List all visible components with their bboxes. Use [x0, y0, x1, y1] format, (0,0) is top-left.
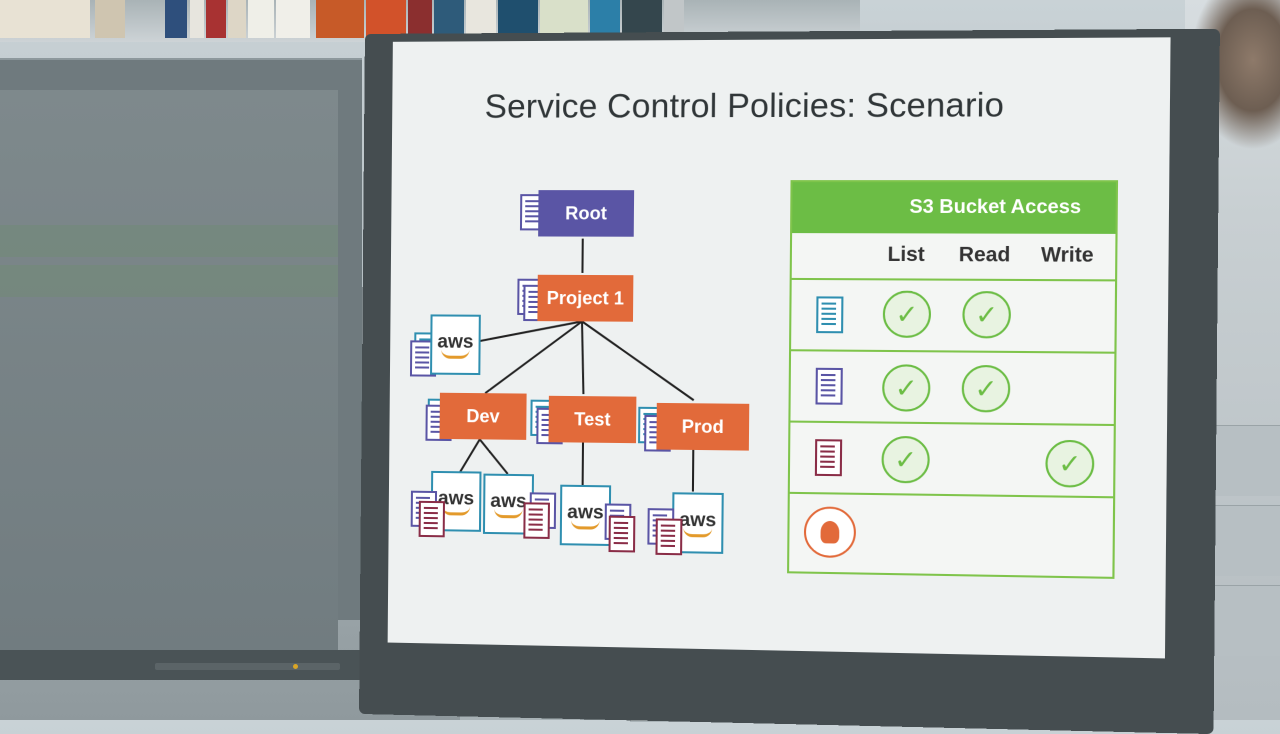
node-dev-label: Dev — [466, 406, 499, 427]
column-read: Read — [959, 244, 1011, 268]
user-avatar-icon — [804, 506, 856, 558]
policy-red-icon — [815, 439, 842, 476]
aws-account-icon: aws — [560, 485, 611, 546]
check-icon: ✓ — [962, 291, 1011, 339]
node-test: Test — [548, 396, 636, 443]
main-monitor: Service Control Policies: Scenario Root — [359, 29, 1220, 734]
aws-account-icon: aws — [430, 314, 481, 375]
node-test-label: Test — [574, 409, 611, 431]
check-icon: ✓ — [962, 365, 1011, 413]
left-monitor — [0, 58, 362, 620]
node-prod: Prod — [656, 403, 749, 451]
node-project-label: Project 1 — [547, 287, 625, 309]
node-root: Root — [538, 190, 634, 237]
check-icon: ✓ — [881, 436, 930, 484]
presentation-slide: Service Control Policies: Scenario Root — [388, 37, 1171, 658]
power-led — [293, 664, 298, 669]
node-project-1: Project 1 — [537, 275, 633, 322]
check-icon: ✓ — [1045, 440, 1094, 488]
monitor-control-buttons[interactable] — [155, 663, 340, 670]
policy-blue-icon — [816, 296, 843, 333]
left-monitor-screen — [0, 90, 338, 650]
policy-purple-icon — [815, 368, 842, 405]
column-list: List — [887, 244, 924, 268]
node-dev: Dev — [440, 393, 527, 440]
table-title: S3 Bucket Access — [792, 182, 1116, 234]
s3-access-table: S3 Bucket Access List Read Write ✓ ✓ ✓ ✓… — [787, 180, 1118, 579]
node-root-label: Root — [565, 203, 607, 224]
check-icon: ✓ — [883, 291, 932, 338]
column-write: Write — [1041, 244, 1094, 268]
check-icon: ✓ — [882, 364, 931, 412]
node-prod-label: Prod — [682, 416, 724, 438]
